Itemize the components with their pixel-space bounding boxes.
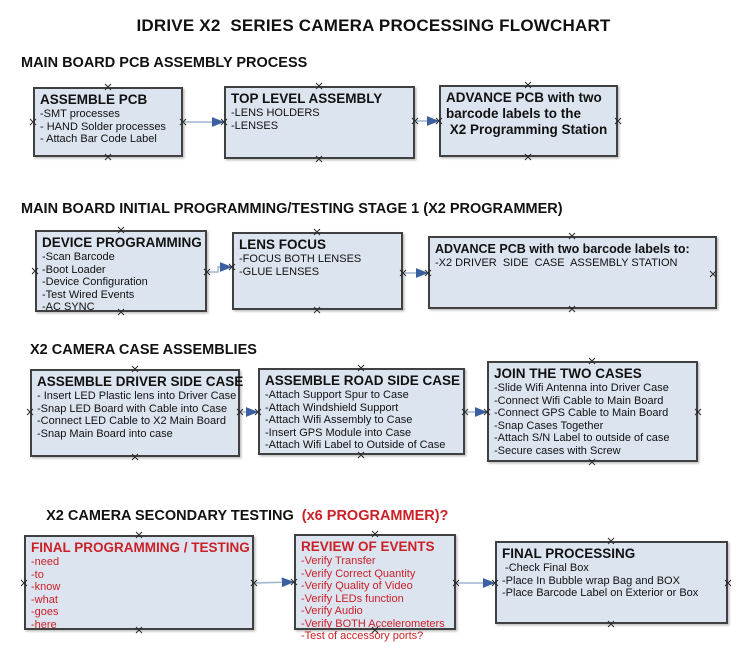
section-heading-pcb-assembly: MAIN BOARD PCB ASSEMBLY PROCESS	[21, 55, 308, 71]
box-line: -Attach S/N Label to outside of case	[494, 432, 670, 444]
box-line: -X2 DRIVER SIDE CASE ASSEMBLY STATION	[435, 257, 678, 269]
box-line: -SMT processes	[40, 108, 120, 120]
box-line: -GLUE LENSES	[239, 265, 320, 278]
box-line: X2 Programming Station	[446, 122, 608, 137]
box-line: -Snap Main Board into case	[37, 427, 173, 440]
box-line: -Slide Wifi Antenna into Driver Case	[494, 382, 669, 394]
box-title: ADVANCE PCB with two barcode labels to:	[435, 242, 690, 256]
box-line: -goes	[31, 606, 59, 618]
box-line: -Verify BOTH Accelerometers	[301, 617, 445, 630]
box-title: ASSEMBLE PCB	[40, 92, 148, 107]
box-line: -LENSES	[231, 119, 279, 132]
box-line: - Insert LED Plastic lens into Driver Ca…	[37, 390, 237, 402]
box-line: -Verify LEDs function	[301, 592, 404, 605]
box-items: -Attach Support Spur to Case-Attach Wind…	[265, 389, 458, 452]
box-line: -Verify Quality of Video	[301, 580, 413, 592]
box-title: REVIEW OF EVENTS	[301, 539, 435, 554]
box-line: -Attach Wifi Assembly to Case	[265, 414, 413, 426]
box-line: -Attach Wifi Label to Outside of Case	[265, 439, 446, 451]
section-heading-secondary-testing-red: (x6 PROGRAMMER)?	[297, 508, 449, 524]
box-line: -FOCUS BOTH LENSES	[239, 253, 362, 265]
box-line: -Device Configuration	[42, 276, 148, 288]
box-device-programming[interactable]: DEVICE PROGRAMMING -Scan Barcode-Boot Lo…	[35, 230, 207, 314]
box-line: - Attach Bar Code Label	[40, 133, 157, 145]
box-items: -FOCUS BOTH LENSES-GLUE LENSES	[239, 253, 396, 278]
box-final-programming-testing[interactable]: FINAL PROGRAMMING / TESTING -need-to-kno…	[24, 535, 254, 631]
box-title: TOP LEVEL ASSEMBLY	[231, 91, 383, 106]
box-assemble-road-side-case[interactable]: ASSEMBLE ROAD SIDE CASE -Attach Support …	[258, 368, 465, 455]
connector-final-programming-to-review[interactable]	[253, 577, 295, 588]
box-line: -need	[31, 556, 60, 568]
box-line: -to	[31, 568, 44, 581]
box-line: -Connect GPS Cable to Main Board	[494, 407, 669, 419]
box-title: FINAL PROCESSING	[502, 546, 636, 561]
box-assemble-driver-side-case[interactable]: ASSEMBLE DRIVER SIDE CASE - Insert LED P…	[30, 369, 244, 457]
box-items: - Insert LED Plastic lens into Driver Ca…	[37, 390, 237, 440]
box-items: -need-to-know-what-goes-here	[31, 556, 247, 631]
box-line: -Place In Bubble wrap Bag and BOX	[502, 574, 680, 587]
box-items: -SMT processes- HAND Solder processes- A…	[40, 108, 176, 146]
box-items: -X2 DRIVER SIDE CASE ASSEMBLY STATION	[435, 257, 710, 270]
box-title: ASSEMBLE DRIVER SIDE CASE	[37, 374, 244, 389]
box-title: LENS FOCUS	[239, 237, 327, 252]
box-line: -Secure cases with Screw	[494, 444, 621, 457]
box-line: -Check Final Box	[502, 562, 589, 574]
box-items: -Scan Barcode-Boot Loader-Device Configu…	[42, 251, 200, 314]
box-line: -Snap Cases Together	[494, 419, 604, 432]
box-line: -know	[31, 581, 61, 593]
box-title: FINAL PROGRAMMING / TESTING	[31, 540, 250, 555]
box-title: JOIN THE TWO CASES	[494, 366, 642, 381]
box-line: -Attach Windshield Support	[265, 401, 399, 414]
connector-device-programming-to-lens-focus[interactable]	[207, 262, 233, 273]
box-items: -Verify Transfer-Verify Correct Quantity…	[301, 555, 449, 643]
box-line: - HAND Solder processes	[40, 120, 166, 133]
box-line: -Snap LED Board with Cable into Case	[37, 402, 228, 415]
box-line: -Verify Audio	[301, 605, 363, 617]
box-line: -Boot Loader	[42, 263, 106, 276]
box-line: barcode labels to the	[446, 106, 582, 121]
box-line: -Verify Correct Quantity	[301, 567, 416, 580]
box-line: -AC SYNC	[42, 301, 95, 313]
section-heading-initial-programming: MAIN BOARD INITIAL PROGRAMMING/TESTING S…	[21, 201, 563, 217]
section-heading-secondary-testing-black: X2 CAMERA SECONDARY TESTING	[46, 508, 298, 524]
box-line: -Insert GPS Module into Case	[265, 426, 412, 439]
box-line: -here	[31, 618, 57, 631]
box-title: DEVICE PROGRAMMING	[42, 235, 202, 250]
box-line: -Verify Transfer	[301, 555, 376, 567]
box-line: ADVANCE PCB with two	[446, 90, 602, 105]
section-heading-secondary-testing: X2 CAMERA SECONDARY TESTING (x6 PROGRAMM…	[30, 492, 448, 540]
section-heading-case-assemblies: X2 CAMERA CASE ASSEMBLIES	[30, 342, 257, 358]
box-items: -Check Final Box-Place In Bubble wrap Ba…	[502, 562, 721, 600]
box-line: -Test of accessory ports?	[301, 630, 424, 642]
box-top-level-assembly[interactable]: TOP LEVEL ASSEMBLY -LENS HOLDERS-LENSES	[224, 86, 415, 159]
box-line: -Connect LED Cable to X2 Main Board	[37, 415, 226, 427]
box-line: -LENS HOLDERS	[231, 107, 320, 119]
box-assemble-pcb[interactable]: ASSEMBLE PCB -SMT processes- HAND Solder…	[33, 87, 183, 157]
box-join-the-two-cases[interactable]: JOIN THE TWO CASES -Slide Wifi Antenna i…	[487, 361, 698, 462]
page-title: IDRIVE X2 SERIES CAMERA PROCESSING FLOWC…	[136, 16, 611, 35]
box-review-of-events[interactable]: REVIEW OF EVENTS -Verify Transfer-Verify…	[294, 534, 456, 642]
box-line: -Attach Support Spur to Case	[265, 389, 409, 401]
box-final-processing[interactable]: FINAL PROCESSING -Check Final Box-Place …	[495, 541, 728, 624]
box-line: -Test Wired Events	[42, 288, 135, 301]
box-line: -Scan Barcode	[42, 251, 115, 263]
box-items: -Slide Wifi Antenna into Driver Case-Con…	[494, 382, 691, 457]
box-advance-pcb-driver-side-station[interactable]: ADVANCE PCB with two barcode labels to: …	[428, 236, 717, 309]
box-title: ASSEMBLE ROAD SIDE CASE	[265, 373, 461, 388]
box-line: -Connect Wifi Cable to Main Board	[494, 394, 664, 407]
box-line: -what	[31, 593, 58, 606]
box-lens-focus[interactable]: LENS FOCUS -FOCUS BOTH LENSES-GLUE LENSE…	[232, 232, 403, 310]
box-items: -LENS HOLDERS-LENSES	[231, 107, 408, 132]
box-line: -Place Barcode Label on Exterior or Box	[502, 587, 699, 599]
